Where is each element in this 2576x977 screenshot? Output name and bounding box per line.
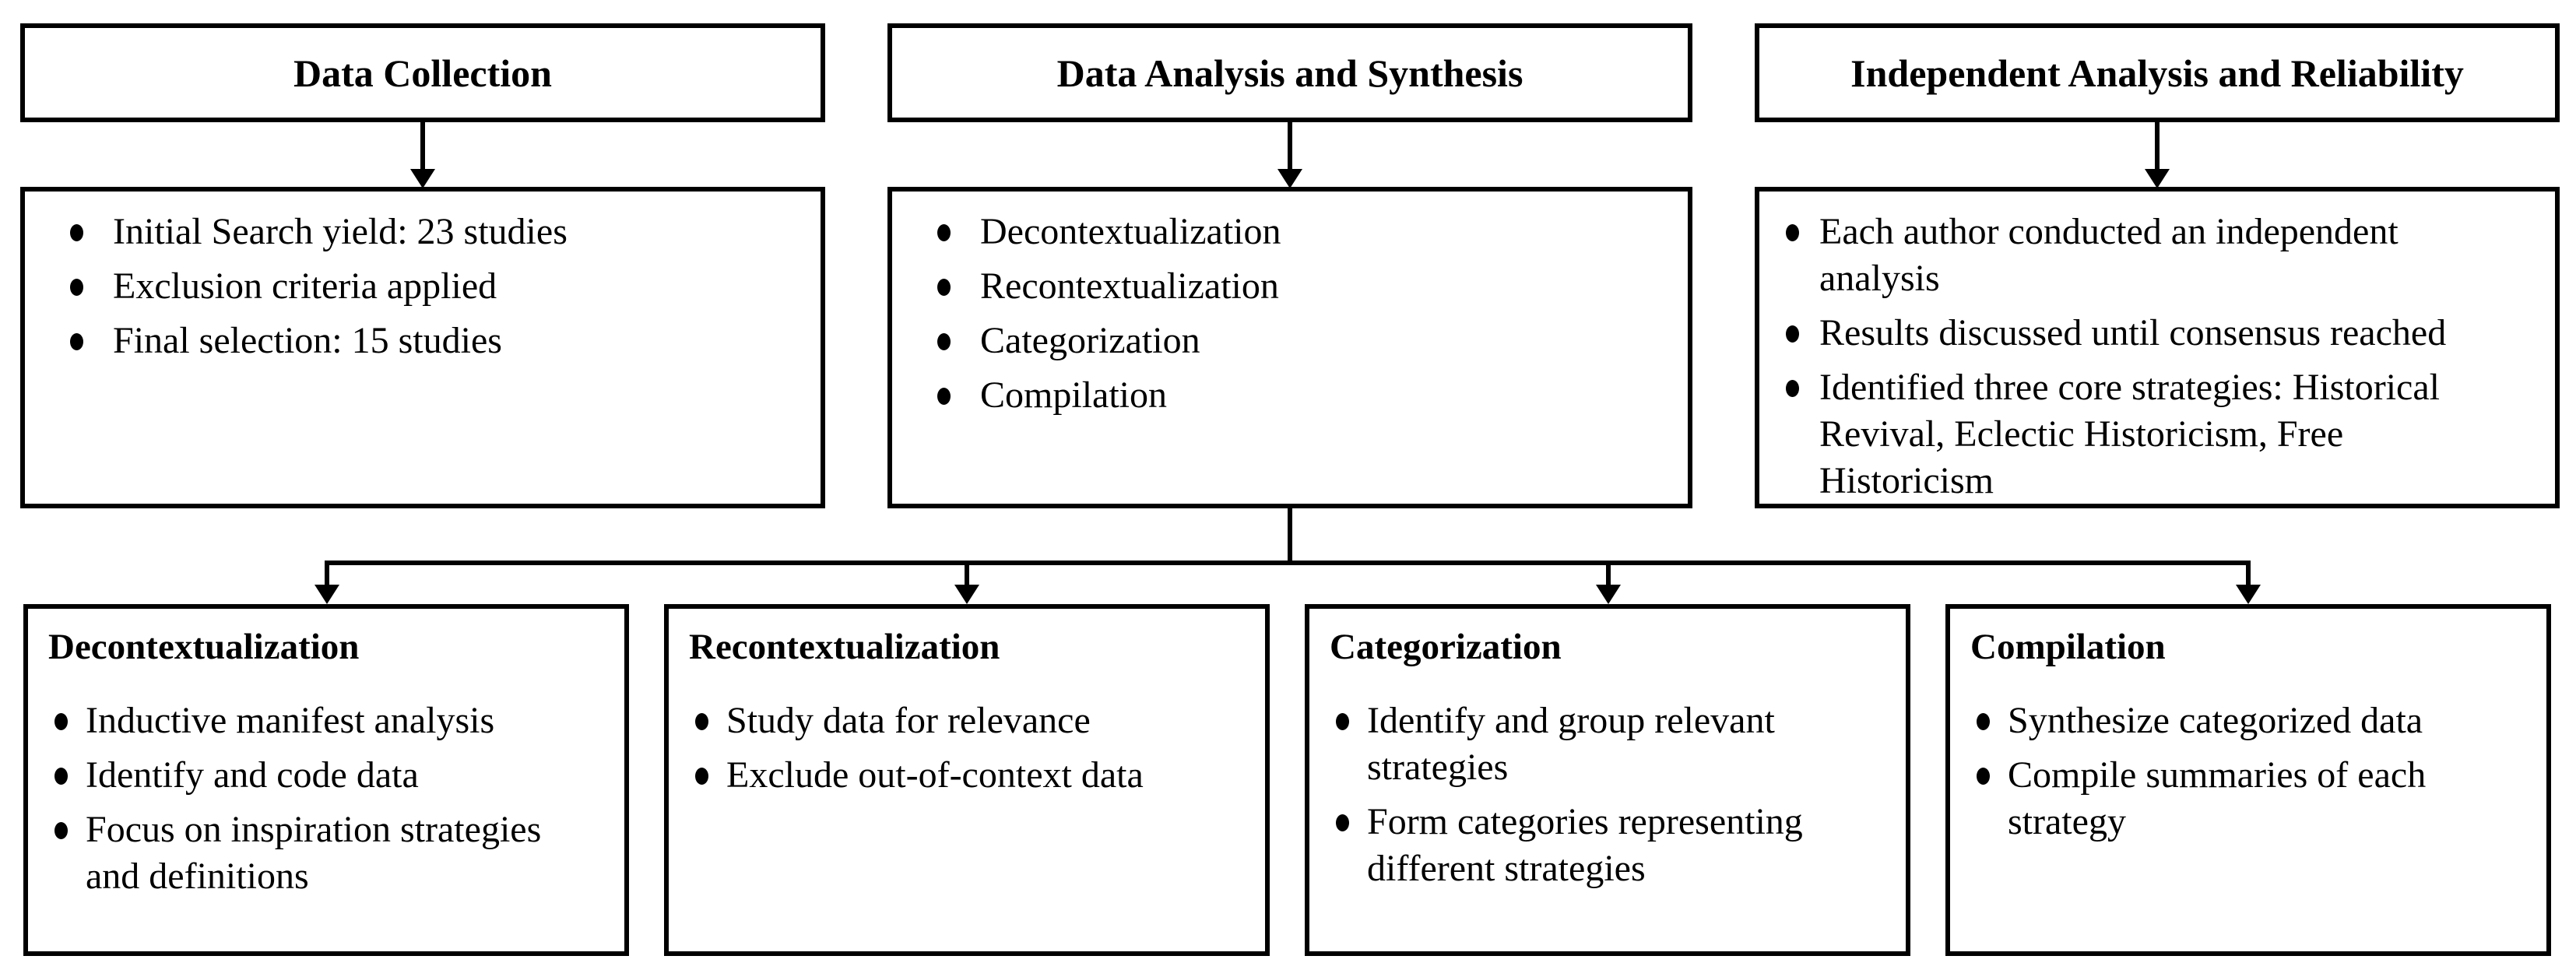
bullet-list: Each author conducted an independent ana… <box>1759 192 2555 504</box>
bullet-icon <box>70 209 113 255</box>
bullet-list: Identify and group relevant strategies F… <box>1309 698 1906 892</box>
bullet-icon <box>1977 698 2008 744</box>
header-box-data-analysis-synthesis: Data Analysis and Synthesis <box>887 23 1692 122</box>
bullet-icon <box>695 698 726 744</box>
bullet-icon <box>54 752 86 799</box>
bullet-icon <box>937 263 980 310</box>
bullet-icon <box>937 209 980 255</box>
branch-stem-line <box>1288 508 1292 561</box>
box-title: Recontextualization <box>689 627 1000 667</box>
box-title: Compilation <box>1970 627 2166 667</box>
list-item: Compilation <box>937 372 1657 419</box>
content-box-data-analysis-synthesis: Decontextualization Recontextualization … <box>887 187 1692 508</box>
arrow-down-icon <box>2145 169 2170 188</box>
list-item: Categorization <box>937 318 1657 364</box>
header-box-independent-analysis-reliability: Independent Analysis and Reliability <box>1755 23 2560 122</box>
bullet-icon <box>1786 209 1819 302</box>
list-item: Identify and group relevant strategies <box>1336 698 1885 791</box>
bottom-box-decontextualization: Decontextualization Inductive manifest a… <box>23 604 629 956</box>
bullet-icon <box>1786 364 1819 504</box>
bullet-icon <box>695 752 726 799</box>
list-item: Initial Search yield: 23 studies <box>70 209 789 255</box>
arrow-line-col3 <box>2155 122 2160 170</box>
bottom-box-recontextualization: Recontextualization Study data for relev… <box>664 604 1270 956</box>
branch-drop-line-1 <box>325 565 329 585</box>
arrow-down-icon <box>410 169 435 188</box>
header-title: Independent Analysis and Reliability <box>1850 51 2464 95</box>
list-item: Study data for relevance <box>695 698 1245 744</box>
arrow-down-icon <box>2236 585 2261 604</box>
content-box-data-collection: Initial Search yield: 23 studies Exclusi… <box>20 187 825 508</box>
list-item: Recontextualization <box>937 263 1657 310</box>
arrow-down-icon <box>954 585 979 604</box>
box-title: Categorization <box>1330 627 1562 667</box>
list-item: Each author conducted an independent ana… <box>1786 209 2525 302</box>
bottom-box-categorization: Categorization Identify and group releva… <box>1305 604 1910 956</box>
list-item: Exclusion criteria applied <box>70 263 789 310</box>
bullet-icon <box>937 372 980 419</box>
list-item: Final selection: 15 studies <box>70 318 789 364</box>
bottom-box-compilation: Compilation Synthesize categorized data … <box>1945 604 2551 956</box>
list-item: Identified three core strategies: Histor… <box>1786 364 2525 504</box>
list-item: Focus on inspiration strategies and defi… <box>54 807 604 900</box>
bullet-icon <box>70 263 113 310</box>
bullet-icon <box>1786 310 1819 357</box>
bullet-icon <box>54 698 86 744</box>
list-item: Synthesize categorized data <box>1977 698 2526 744</box>
content-box-independent-analysis: Each author conducted an independent ana… <box>1755 187 2560 508</box>
bullet-list: Initial Search yield: 23 studies Exclusi… <box>25 192 821 364</box>
arrow-line-col2 <box>1288 122 1292 170</box>
header-title: Data Analysis and Synthesis <box>1056 51 1523 95</box>
bullet-list: Inductive manifest analysis Identify and… <box>28 698 624 900</box>
arrow-down-icon <box>315 585 339 604</box>
bullet-icon <box>70 318 113 364</box>
bullet-list: Synthesize categorized data Compile summ… <box>1950 698 2546 845</box>
list-item: Form categories representing different s… <box>1336 799 1885 892</box>
arrow-down-icon <box>1596 585 1621 604</box>
bullet-icon <box>1336 698 1367 791</box>
list-item: Results discussed until consensus reache… <box>1786 310 2525 357</box>
branch-drop-line-2 <box>965 565 969 585</box>
list-item: Identify and code data <box>54 752 604 799</box>
arrow-down-icon <box>1277 169 1302 188</box>
header-box-data-collection: Data Collection <box>20 23 825 122</box>
list-item: Compile summaries of each strategy <box>1977 752 2526 845</box>
bullet-icon <box>937 318 980 364</box>
header-title: Data Collection <box>293 51 552 95</box>
list-item: Exclude out-of-context data <box>695 752 1245 799</box>
bullet-icon <box>54 807 86 900</box>
branch-drop-line-4 <box>2246 565 2251 585</box>
list-item: Inductive manifest analysis <box>54 698 604 744</box>
bullet-list: Study data for relevance Exclude out-of-… <box>669 698 1265 799</box>
list-item: Decontextualization <box>937 209 1657 255</box>
branch-drop-line-3 <box>1606 565 1611 585</box>
box-title: Decontextualization <box>48 627 360 667</box>
arrow-line-col1 <box>420 122 425 170</box>
bullet-icon <box>1977 752 2008 845</box>
bullet-list: Decontextualization Recontextualization … <box>892 192 1688 419</box>
bullet-icon <box>1336 799 1367 892</box>
branch-horizontal-line <box>325 561 2251 565</box>
